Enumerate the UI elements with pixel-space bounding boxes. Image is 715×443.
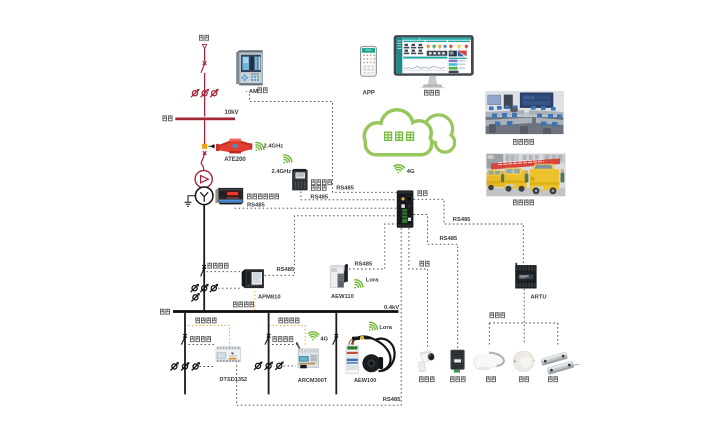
svg-text:RS485: RS485 <box>277 267 296 273</box>
svg-text:Lora: Lora <box>379 325 392 331</box>
svg-text:RS485: RS485 <box>383 397 402 403</box>
svg-text:10kV: 10kV <box>225 110 239 116</box>
svg-text:ARTU: ARTU <box>531 295 547 301</box>
svg-text:RS485: RS485 <box>355 262 374 268</box>
svg-text:AEW110: AEW110 <box>331 294 354 300</box>
svg-text:AEW100: AEW100 <box>354 378 376 384</box>
svg-text:APP: APP <box>363 91 375 97</box>
svg-text:DTSD1352: DTSD1352 <box>220 377 248 383</box>
svg-text:Lora: Lora <box>366 278 379 284</box>
svg-text:RS485: RS485 <box>247 203 266 209</box>
svg-text:4G: 4G <box>407 169 415 175</box>
svg-text:RS485: RS485 <box>336 186 355 192</box>
svg-text:RS485: RS485 <box>440 236 459 242</box>
svg-text:ATE200: ATE200 <box>224 157 246 163</box>
svg-text:ARCM300T: ARCM300T <box>298 378 328 384</box>
svg-text:2.4GHz: 2.4GHz <box>264 143 284 149</box>
svg-text:RS485: RS485 <box>310 195 329 201</box>
svg-text:0.4kV: 0.4kV <box>384 305 399 311</box>
svg-text:2.4GHz: 2.4GHz <box>272 169 292 175</box>
svg-text:RS485: RS485 <box>453 217 472 223</box>
svg-text:4G: 4G <box>320 337 328 343</box>
svg-text:- AM: - AM <box>246 89 259 95</box>
svg-text:APM810: APM810 <box>258 295 281 301</box>
